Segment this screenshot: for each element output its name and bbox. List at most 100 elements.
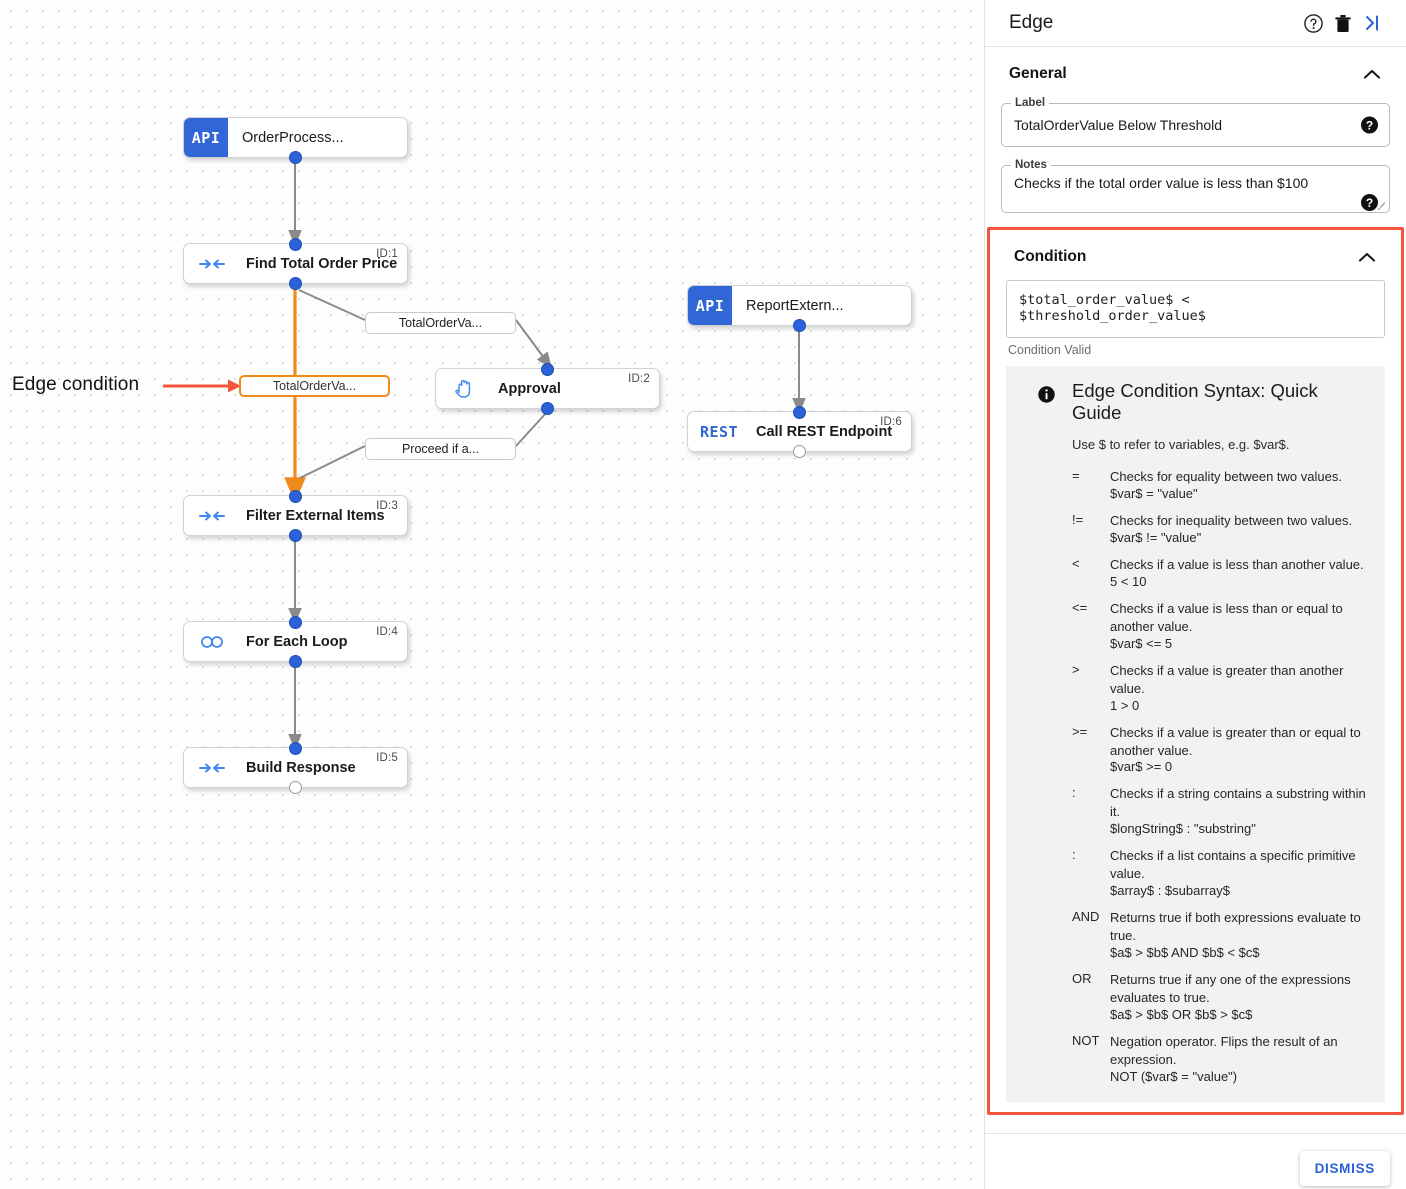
node-input-port[interactable] — [289, 237, 302, 251]
operator-row: != Checks for inequality between two val… — [1072, 512, 1371, 545]
notes-resize-handle[interactable] — [1377, 201, 1386, 210]
node-filter-external-items[interactable]: Filter External Items ID:3 — [183, 489, 408, 542]
chevron-up-icon[interactable] — [1357, 251, 1377, 264]
label-help-icon[interactable]: ? — [1361, 116, 1378, 134]
operator-symbol: OR — [1072, 971, 1092, 987]
edge-label-total-order-value-selected[interactable]: TotalOrderVa... — [239, 375, 390, 397]
node-approval[interactable]: Approval ID:2 — [435, 362, 660, 415]
node-call-rest-endpoint[interactable]: REST Call REST Endpoint ID:6 — [687, 405, 912, 458]
edge-label-proceed-if[interactable]: Proceed if a... — [365, 438, 516, 460]
node-build-response[interactable]: Build Response ID:5 — [183, 741, 408, 794]
rest-badge-icon: REST — [699, 422, 739, 441]
node-input-port[interactable] — [289, 615, 302, 629]
operator-row: NOT Negation operator. Flips the result … — [1072, 1033, 1371, 1084]
collapse-right-icon[interactable] — [1358, 8, 1388, 38]
workflow-canvas[interactable]: Edge condition API OrderProcess... Find … — [0, 0, 985, 1189]
operator-row: > Checks if a value is greater than anot… — [1072, 662, 1371, 713]
info-icon — [1020, 380, 1072, 1084]
panel-body: General Label TotalOrderValue Below Thre… — [985, 47, 1406, 1133]
operator-row: OR Returns true if any one of the expres… — [1072, 971, 1371, 1022]
operator-symbol: : — [1072, 847, 1076, 863]
operator-example: $a$ > $b$ OR $b$ > $c$ — [1110, 1006, 1253, 1022]
condition-validation-status: Condition Valid — [1008, 343, 1092, 357]
node-input-port[interactable] — [289, 489, 302, 503]
node-input-port[interactable] — [289, 741, 302, 755]
operator-example: $a$ > $b$ AND $b$ < $c$ — [1110, 945, 1260, 961]
edge-label-total-order-value-top[interactable]: TotalOrderVa... — [365, 312, 516, 334]
node-output-port[interactable] — [289, 528, 302, 542]
node-output-port[interactable] — [289, 780, 302, 794]
node-report-extern[interactable]: API ReportExtern... — [687, 285, 912, 332]
edge-properties-panel: Edge — [985, 0, 1406, 1189]
operator-row: <= Checks if a value is less than or equ… — [1072, 600, 1371, 651]
notes-field-legend: Notes — [1011, 159, 1051, 171]
node-output-port[interactable] — [793, 444, 806, 458]
node-title: Filter External Items — [246, 507, 385, 524]
merge-arrows-icon — [192, 760, 232, 776]
node-title: Call REST Endpoint — [756, 423, 893, 440]
edge-condition-annotation: Edge condition — [12, 374, 140, 395]
node-find-total-order-price[interactable]: Find Total Order Price ID:1 — [183, 237, 408, 290]
panel-header: Edge — [985, 0, 1406, 47]
operator-description: Returns true if both expressions evaluat… — [1110, 910, 1361, 944]
condition-expression-input[interactable]: $total_order_value$ < $threshold_order_v… — [1006, 280, 1385, 338]
operator-description: Checks for equality between two values. — [1110, 469, 1342, 484]
operator-description: Checks if a string contains a substring … — [1110, 786, 1366, 820]
notes-field[interactable]: Notes Checks if the total order value is… — [1001, 159, 1390, 213]
operator-row: < Checks if a value is less than another… — [1072, 556, 1371, 589]
node-output-port[interactable] — [541, 401, 554, 415]
operator-description: Checks if a value is less than or equal … — [1110, 600, 1343, 634]
chevron-up-icon[interactable] — [1362, 68, 1382, 81]
node-output-port[interactable] — [289, 654, 302, 668]
operator-example: $var$ >= 0 — [1110, 759, 1173, 775]
operator-example: $var$ = "value" — [1110, 485, 1198, 501]
panel-footer: DISMISS — [985, 1133, 1406, 1189]
node-id-label: ID:1 — [376, 248, 398, 260]
operator-example: $array$ : $subarray$ — [1110, 883, 1230, 899]
operator-symbol: >= — [1072, 723, 1088, 739]
operator-row: : Checks if a string contains a substrin… — [1072, 785, 1371, 836]
node-output-port[interactable] — [793, 318, 806, 332]
api-badge-icon: API — [184, 118, 228, 157]
node-id-label: ID:2 — [628, 373, 650, 385]
operator-row: = Checks for equality between two values… — [1072, 468, 1371, 501]
node-input-port[interactable] — [541, 362, 554, 376]
general-section-title: General — [1009, 65, 1067, 82]
operator-description: Negation operator. Flips the result of a… — [1110, 1033, 1338, 1067]
notes-field-value[interactable]: Checks if the total order value is less … — [1014, 175, 1309, 191]
panel-title: Edge — [1009, 12, 1054, 33]
dismiss-button[interactable]: DISMISS — [1299, 1151, 1390, 1186]
node-title: OrderProcess... — [242, 129, 344, 146]
operator-description: Checks if a value is less than another v… — [1110, 556, 1364, 572]
help-circle-icon[interactable] — [1298, 8, 1328, 38]
guide-intro: Use $ to refer to variables, e.g. $var$. — [1072, 437, 1290, 452]
label-field-value[interactable]: TotalOrderValue Below Threshold — [1014, 117, 1223, 133]
node-title: ReportExtern... — [746, 297, 844, 314]
node-title: Build Response — [246, 759, 356, 776]
general-section-header[interactable]: General — [985, 47, 1406, 93]
operator-description: Checks if a value is greater than anothe… — [1110, 662, 1344, 696]
edge-connectors — [163, 162, 806, 750]
operator-symbol: = — [1072, 468, 1080, 483]
node-order-process[interactable]: API OrderProcess... — [183, 117, 408, 164]
condition-syntax-guide: Edge Condition Syntax: Quick Guide Use $… — [1006, 366, 1385, 1102]
node-output-port[interactable] — [289, 276, 302, 290]
operator-example: $var$ != "value" — [1110, 529, 1202, 545]
node-input-port[interactable] — [793, 405, 806, 419]
api-badge-icon: API — [688, 286, 732, 325]
merge-arrows-icon — [192, 508, 232, 524]
operator-description: Checks if a value is greater than or equ… — [1110, 724, 1361, 758]
label-field-legend: Label — [1011, 97, 1050, 109]
notes-help-icon[interactable]: ? — [1361, 194, 1378, 211]
node-output-port[interactable] — [289, 150, 302, 164]
trash-icon[interactable] — [1328, 8, 1358, 38]
condition-section-header[interactable]: Condition — [990, 230, 1401, 276]
node-title: For Each Loop — [246, 633, 348, 650]
operator-example: $longString$ : "substring" — [1110, 821, 1256, 837]
node-for-each-loop[interactable]: For Each Loop ID:4 — [183, 615, 408, 668]
condition-section: Condition $total_order_value$ < $thresho… — [987, 227, 1404, 1115]
label-field[interactable]: Label TotalOrderValue Below Threshold ? — [1001, 97, 1390, 147]
operator-symbol: NOT — [1072, 1032, 1100, 1048]
operator-row: AND Returns true if both expressions eva… — [1072, 909, 1371, 960]
operator-symbol: < — [1072, 555, 1080, 571]
